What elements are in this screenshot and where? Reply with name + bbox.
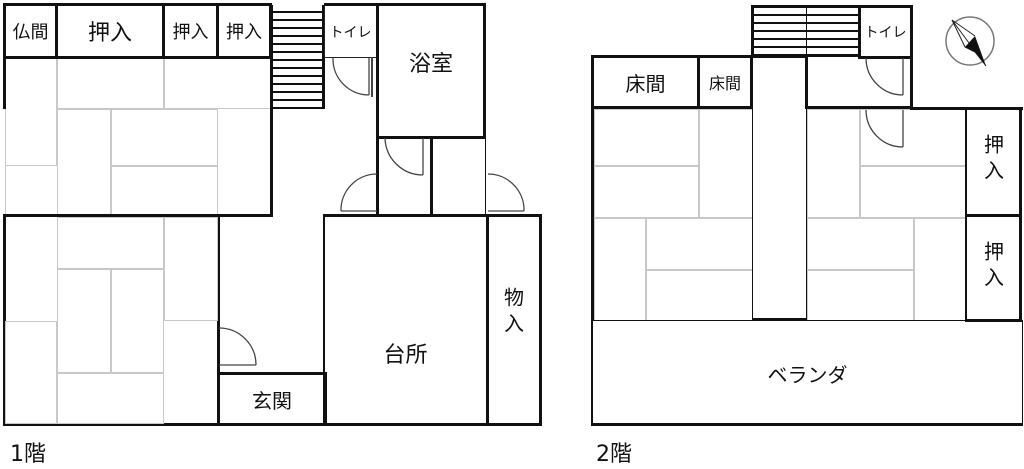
tatami-mat bbox=[807, 109, 860, 218]
north-arrow-compass-icon bbox=[945, 16, 995, 67]
tatami-room-left bbox=[591, 107, 754, 321]
tatami-mat bbox=[594, 166, 699, 218]
wall bbox=[3, 57, 6, 109]
tatami-mat bbox=[57, 373, 164, 424]
tatami-mat bbox=[807, 218, 914, 270]
wall bbox=[270, 108, 273, 216]
toilet-wall bbox=[371, 57, 373, 97]
staircase bbox=[270, 5, 325, 109]
corridor bbox=[752, 57, 807, 321]
tatami-mat bbox=[111, 109, 218, 166]
tokonoma-b: 床間 bbox=[697, 55, 753, 109]
wall bbox=[376, 136, 379, 216]
storage-closet: 物入 bbox=[486, 214, 542, 426]
veranda: ベランダ bbox=[591, 320, 1023, 426]
tatami-mat bbox=[111, 269, 164, 373]
floor-2-title: 2階 bbox=[596, 442, 632, 467]
toilet-room: トイレ bbox=[858, 5, 913, 59]
utility-space bbox=[430, 136, 486, 216]
floor-1-title: 1階 bbox=[10, 442, 46, 467]
tatami-mat bbox=[5, 321, 57, 424]
tatami-mat bbox=[57, 269, 111, 373]
genkan-entrance: 玄関 bbox=[217, 372, 327, 426]
tatami-mat bbox=[164, 217, 218, 321]
stair-divider bbox=[806, 5, 807, 57]
tatami-room-lower bbox=[3, 215, 220, 426]
tatami-mat bbox=[594, 109, 699, 166]
kitchen: 台所 bbox=[323, 214, 489, 426]
tatami-mat bbox=[57, 217, 164, 269]
